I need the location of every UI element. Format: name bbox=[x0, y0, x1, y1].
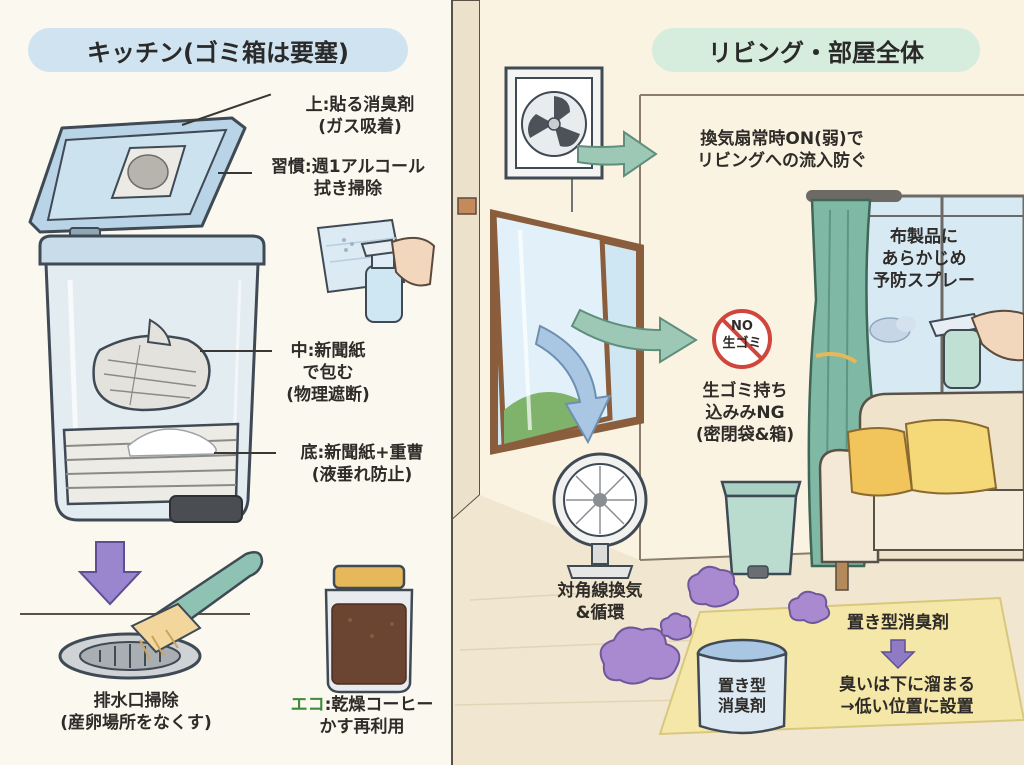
deodorizer-label: 置き型消臭剤 bbox=[828, 612, 968, 634]
window-arrow-right-icon bbox=[570, 308, 698, 364]
small-bin-icon bbox=[720, 480, 802, 579]
fabric-label: 布製品に あらかじめ 予防スプレー bbox=[854, 226, 994, 292]
bottom-label: 底:新聞紙+重曹 (液垂れ防止) bbox=[272, 442, 452, 486]
deodorizer-label-line: 置き型消臭剤 bbox=[847, 613, 949, 633]
exhaust-fan-icon bbox=[504, 66, 604, 212]
no-garbage-line: 生ゴミ持ち bbox=[702, 381, 788, 401]
middle-label: 中:新聞紙 で包む (物理遮断) bbox=[268, 340, 388, 406]
down-arrow-icon bbox=[77, 541, 143, 606]
deodorizer-jar-text: 置き型 消臭剤 bbox=[702, 676, 782, 716]
no-sign-text: NO 生ゴミ bbox=[714, 318, 770, 352]
jar-text-line: 置き型 bbox=[717, 676, 766, 695]
leader-line bbox=[218, 172, 252, 174]
window-arrow-down-icon bbox=[534, 324, 612, 445]
no-garbage-label: 生ゴミ持ち 込みみNG (密閉袋&箱) bbox=[680, 380, 810, 446]
circulator-label-line: 対角線換気 bbox=[557, 581, 643, 601]
coffee-jar-icon bbox=[324, 564, 414, 694]
circulator-label-line: &循環 bbox=[575, 603, 625, 623]
habit-label-line: 拭き掃除 bbox=[314, 179, 382, 199]
bottom-label-line: 底:新聞紙+重曹 bbox=[300, 443, 424, 463]
lid-label-line: (ガス吸着) bbox=[318, 117, 402, 137]
fan-label-line: リビングへの流入防ぐ bbox=[697, 151, 867, 171]
airflow-arrow-icon bbox=[577, 130, 658, 178]
eco-label: エコ:乾燥コーヒー かす再利用 bbox=[272, 694, 452, 738]
habit-label: 習慣:週1アルコール 拭き掃除 bbox=[248, 156, 448, 200]
drain-label-line: 排水口掃除 bbox=[93, 691, 179, 711]
fabric-label-line: あらかじめ bbox=[881, 249, 967, 269]
low-label-line: →低い位置に設置 bbox=[840, 697, 974, 717]
middle-label-line: で包む bbox=[302, 363, 354, 383]
deodorizer-jar-icon bbox=[696, 638, 788, 735]
spray-bottle-icon bbox=[316, 218, 436, 323]
living-header-text: リビング・部屋全体 bbox=[708, 38, 924, 67]
circulator-label: 対角線換気 &循環 bbox=[530, 580, 670, 624]
eco-label-line: かす再利用 bbox=[319, 717, 405, 737]
low-label: 臭いは下に溜まる →低い位置に設置 bbox=[812, 674, 1002, 718]
sofa-icon bbox=[818, 390, 1024, 591]
no-garbage-line: (密閉袋&箱) bbox=[695, 425, 795, 445]
leader-line bbox=[200, 350, 272, 352]
eco-prefix: エコ bbox=[290, 695, 325, 715]
habit-label-line: 習慣:週1アルコール bbox=[270, 157, 426, 177]
odor-pad-icon bbox=[110, 144, 187, 200]
no-garbage-line: 込みみNG bbox=[705, 403, 785, 423]
drain-label-line: (産卵場所をなくす) bbox=[60, 713, 212, 733]
kitchen-header: キッチン(ゴミ箱は要塞) bbox=[28, 28, 408, 72]
smell-cloud-icon bbox=[599, 565, 831, 685]
fan-label: 換気扇常時ON(弱)で リビングへの流入防ぐ bbox=[672, 128, 892, 172]
no-garbage-sign-icon bbox=[712, 309, 772, 369]
fabric-spray-icon bbox=[869, 309, 1024, 389]
fan-label-line: 換気扇常時ON(弱)で bbox=[700, 129, 864, 149]
circulator-fan-icon bbox=[552, 452, 648, 579]
kitchen-header-text: キッチン(ゴミ箱は要塞) bbox=[87, 38, 349, 67]
jar-text-line: 消臭剤 bbox=[717, 696, 766, 715]
lid-label: 上:貼る消臭剤 (ガス吸着) bbox=[280, 94, 440, 138]
no-sign-line: 生ゴミ bbox=[722, 336, 762, 351]
small-down-arrow-icon bbox=[880, 639, 916, 670]
fabric-label-line: 布製品に bbox=[890, 227, 958, 247]
low-label-line: 臭いは下に溜まる bbox=[839, 675, 975, 695]
drain-label: 排水口掃除 (産卵場所をなくす) bbox=[36, 690, 236, 734]
eco-label-line: :乾燥コーヒー bbox=[324, 695, 434, 715]
bottom-label-line: (液垂れ防止) bbox=[311, 465, 413, 485]
trash-bin-icon bbox=[28, 116, 266, 523]
drain-brush-icon bbox=[20, 551, 264, 680]
leader-line bbox=[214, 452, 276, 454]
lid-label-line: 上:貼る消臭剤 bbox=[305, 95, 415, 115]
middle-label-line: 中:新聞紙 bbox=[290, 341, 366, 361]
living-header: リビング・部屋全体 bbox=[652, 28, 980, 72]
fabric-label-line: 予防スプレー bbox=[873, 271, 975, 291]
middle-label-line: (物理遮断) bbox=[286, 385, 370, 405]
no-sign-line: NO bbox=[731, 319, 753, 334]
